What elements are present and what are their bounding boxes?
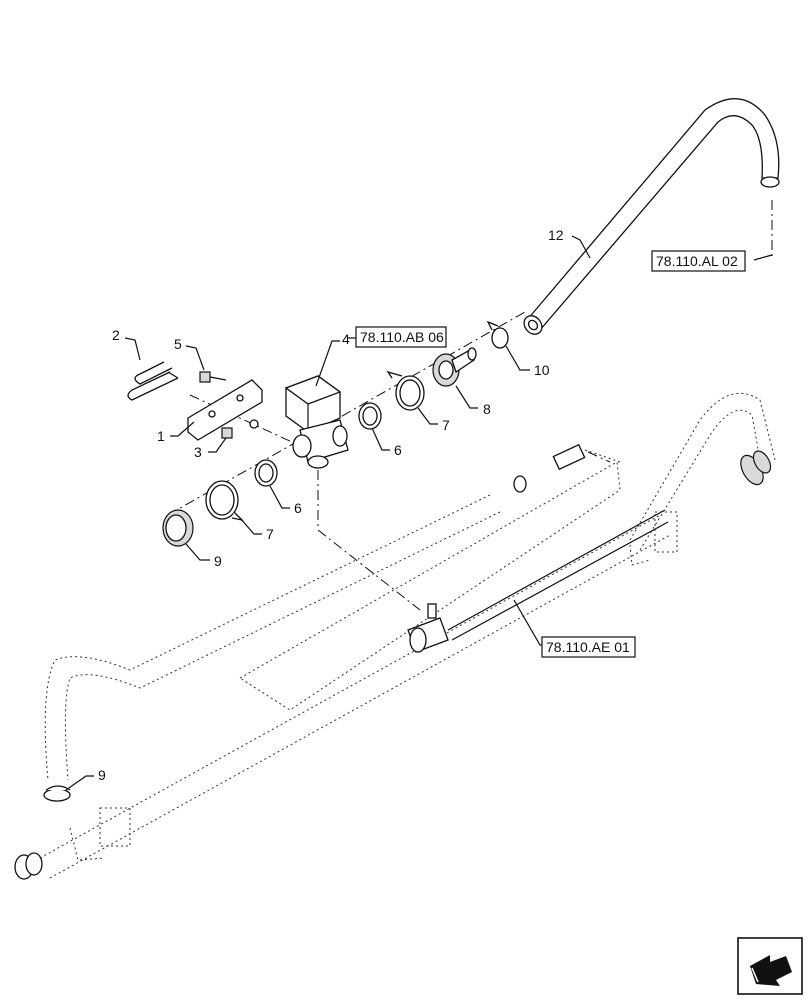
callouts: 2 5 4 1 3 6 7 8 10 12 6 7 9 9 [98, 227, 564, 783]
reference-ae01-label: 78.110.AE 01 [546, 639, 630, 655]
callout-5: 5 [174, 336, 182, 352]
part-7-clamp-lower [205, 480, 244, 522]
callout-1: 1 [157, 428, 165, 444]
callout-2: 2 [112, 327, 120, 343]
part-8-adapter [432, 347, 477, 387]
background-assembly [14, 392, 776, 880]
reference-ab06[interactable]: 78.110.AB 06 [355, 326, 447, 348]
callout-3: 3 [194, 444, 202, 460]
callout-6: 6 [294, 500, 302, 516]
part-1-bracket [187, 379, 263, 441]
part-2-ubolt [127, 361, 179, 401]
callout-9: 9 [98, 767, 106, 783]
part-12-hose [523, 97, 780, 335]
part-7-clamp-upper [386, 370, 425, 411]
callout-4: 4 [342, 331, 350, 347]
reference-al02[interactable]: 78.110.AL 02 [651, 250, 746, 272]
reference-ab06-label: 78.110.AB 06 [360, 329, 444, 345]
callout-6: 6 [394, 442, 402, 458]
reference-al02-label: 78.110.AL 02 [656, 253, 738, 269]
callout-12: 12 [548, 227, 564, 243]
part-5-bolt [199, 371, 227, 383]
callout-7: 7 [266, 526, 274, 542]
part-10-clamp [486, 320, 509, 349]
callout-8: 8 [483, 401, 491, 417]
part-6-gasket-lower [254, 459, 278, 487]
part-3-nut [221, 419, 259, 439]
callout-9: 9 [214, 553, 222, 569]
part-9-end-cap [162, 509, 194, 547]
next-page-arrow-icon[interactable] [737, 937, 803, 995]
part-6-gasket-upper [358, 402, 382, 430]
callout-7: 7 [442, 417, 450, 433]
part-4-valve [284, 375, 349, 469]
callout-10: 10 [534, 362, 550, 378]
reference-ae01[interactable]: 78.110.AE 01 [541, 636, 636, 658]
